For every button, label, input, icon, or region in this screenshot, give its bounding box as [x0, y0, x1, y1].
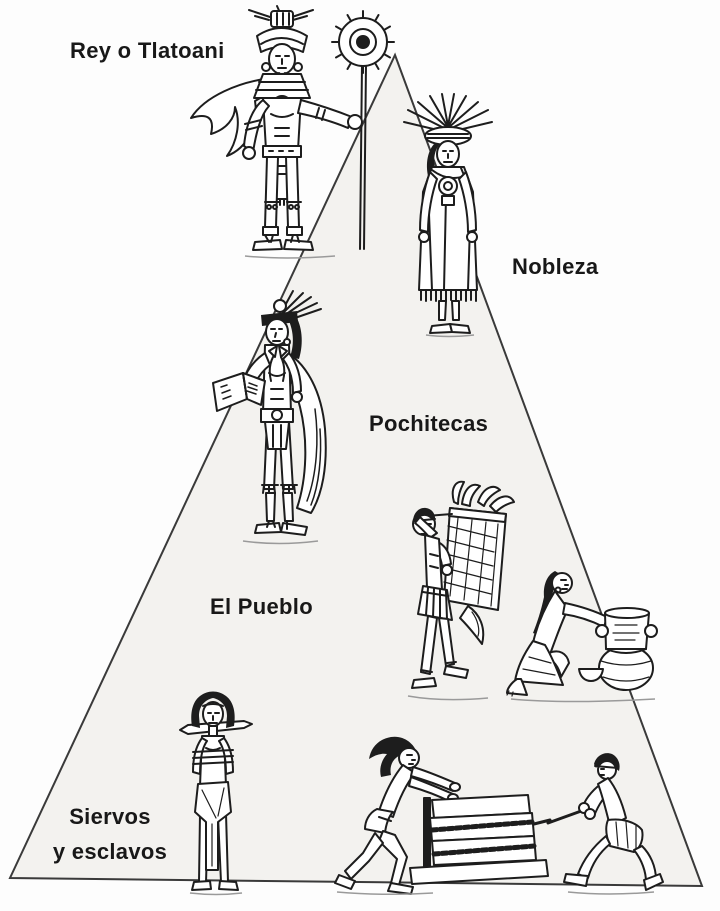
label-siervos-line1: Siervos: [69, 804, 151, 829]
laborer-pulling-rope-illustration: [546, 753, 664, 895]
carrying-basket-icon: [443, 507, 507, 611]
label-pochitecas: Pochitecas: [369, 411, 489, 436]
emperor-with-feather-staff-illustration: [190, 5, 395, 259]
label-siervos-y-esclavos: Siervos y esclavos: [44, 799, 176, 869]
label-el-pueblo: El Pueblo: [210, 594, 313, 619]
codex-book-icon: [212, 372, 266, 412]
bound-slave-with-yoke-illustration: [179, 691, 253, 896]
potter-woman-with-jar-illustration: [506, 571, 658, 703]
laborer-pushing-stone-block-illustration: [334, 736, 461, 896]
rope-band: [429, 819, 535, 833]
porter-carrying-basket-illustration: [407, 480, 515, 701]
merchant-reading-codex-illustration: [212, 290, 327, 545]
small-bowl-icon: [578, 668, 604, 682]
feather-staff-icon: [331, 10, 395, 250]
noble-in-long-tunic-illustration: [403, 93, 493, 338]
label-nobleza: Nobleza: [512, 254, 599, 279]
label-siervos-line2: y esclavos: [52, 839, 168, 864]
rope-band: [431, 843, 537, 857]
stone-block-on-sledge-illustration: [409, 794, 552, 885]
tow-rope: [546, 808, 586, 825]
label-rey-o-tlatoani: Rey o Tlatoani: [70, 38, 225, 63]
clay-jar-icon: [595, 607, 658, 691]
tow-rope: [532, 818, 552, 826]
